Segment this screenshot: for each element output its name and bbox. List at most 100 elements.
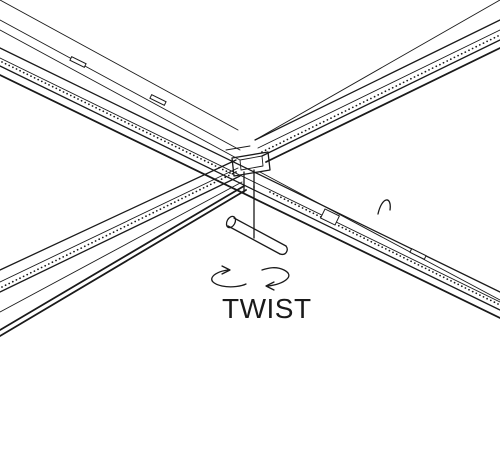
perforation-hole	[399, 83, 401, 86]
perforation-hole	[330, 117, 332, 119]
perforation-hole	[15, 279, 18, 281]
perforation-hole	[211, 163, 213, 166]
perforation-hole	[471, 290, 474, 293]
perforation-hole	[231, 172, 234, 175]
perforation-hole	[479, 294, 481, 296]
tee-slot	[319, 208, 341, 226]
perforation-hole	[235, 171, 237, 173]
perforation-hole	[1, 61, 3, 63]
perforation-hole	[73, 96, 76, 99]
perforation-hole	[124, 121, 126, 123]
perforation-hole	[308, 210, 311, 213]
perforation-hole	[395, 85, 398, 87]
perforation-hole	[403, 256, 405, 259]
perforation-hole	[37, 268, 39, 271]
perforation-hole	[95, 106, 97, 109]
perforation-hole	[366, 239, 369, 241]
perforation-hole	[352, 232, 355, 234]
perforation-hole	[109, 233, 111, 235]
perforation-hole	[192, 154, 195, 157]
perforation-hole	[489, 38, 492, 41]
hanger-hook	[377, 199, 391, 215]
perforation-hole	[374, 242, 376, 245]
perforation-hole	[356, 233, 358, 236]
perforation-hole	[12, 66, 14, 69]
perforation-hole	[66, 92, 68, 95]
perforation-hole	[322, 120, 325, 123]
perforation-hole	[22, 275, 25, 278]
perforation-hole	[138, 128, 141, 130]
perforation-hole	[153, 135, 155, 137]
perforation-hole	[22, 71, 25, 74]
perforation-hole	[406, 79, 409, 82]
perforation-hole	[80, 99, 83, 102]
perforation-hole	[439, 274, 441, 277]
perforation-hole	[213, 181, 216, 184]
perforation-hole	[209, 183, 212, 186]
perforation-hole	[345, 228, 347, 231]
perforation-hole	[141, 217, 144, 219]
perforation-hole	[173, 201, 176, 204]
perforation-hole	[439, 63, 441, 66]
tee-slot	[149, 94, 167, 106]
perforation-hole	[116, 117, 119, 120]
perforation-hole	[280, 196, 282, 199]
perforation-hole	[453, 56, 456, 59]
perforation-hole	[305, 208, 308, 211]
perforation-hole	[30, 75, 32, 77]
perforation-hole	[384, 90, 387, 93]
perforation-hole	[402, 81, 405, 84]
perforation-hole	[185, 151, 188, 153]
perforation-hole	[196, 156, 199, 159]
perforation-hole	[471, 47, 474, 50]
perforation-hole	[127, 224, 129, 227]
perforation-hole	[337, 224, 340, 227]
perforation-hole	[131, 124, 134, 127]
perforation-hole	[344, 110, 347, 112]
main-tee	[0, 0, 500, 319]
perforation-hole	[287, 200, 289, 202]
perforation-hole	[83, 245, 86, 248]
perforation-hole	[119, 227, 122, 230]
perforation-hole	[442, 61, 445, 64]
perforation-hole	[199, 188, 201, 191]
perforation-hole	[311, 126, 314, 128]
perforation-hole	[486, 297, 488, 300]
perforation-hole	[435, 272, 438, 275]
perforation-hole	[182, 149, 184, 152]
perforation-hole	[15, 68, 18, 70]
perforation-hole	[460, 52, 463, 55]
perforation-hole	[428, 69, 430, 71]
perforation-hole	[276, 194, 279, 197]
perforation-hole	[58, 257, 61, 260]
perforation-hole	[301, 131, 303, 134]
cross-tee-perforations	[1, 35, 499, 288]
perforation-hole	[446, 60, 449, 62]
perforation-hole	[177, 199, 180, 202]
perforation-hole	[195, 190, 198, 193]
perforation-hole	[37, 78, 40, 81]
perforation-hole	[435, 65, 438, 68]
perforation-hole	[493, 301, 496, 304]
perforation-hole	[229, 172, 231, 174]
perforation-hole	[174, 145, 177, 148]
intersection-connector	[225, 145, 271, 193]
perforation-hole	[77, 98, 79, 100]
perforation-hole	[98, 108, 101, 111]
perforation-hole	[62, 91, 65, 93]
perforation-hole	[4, 284, 7, 287]
perforation-hole	[493, 36, 496, 39]
perforation-hole	[453, 281, 456, 284]
perforation-hole	[410, 260, 412, 263]
perforation-hole	[171, 143, 174, 146]
perforation-hole	[497, 35, 499, 37]
perforation-hole	[370, 97, 372, 100]
perforation-hole	[203, 159, 206, 162]
perforation-hole	[8, 282, 11, 285]
perforation-hole	[164, 140, 166, 143]
perforation-hole	[362, 101, 365, 103]
perforation-hole	[181, 197, 183, 200]
tee-slot	[69, 56, 87, 68]
perforation-hole	[135, 126, 137, 129]
perforation-hole	[297, 133, 300, 136]
